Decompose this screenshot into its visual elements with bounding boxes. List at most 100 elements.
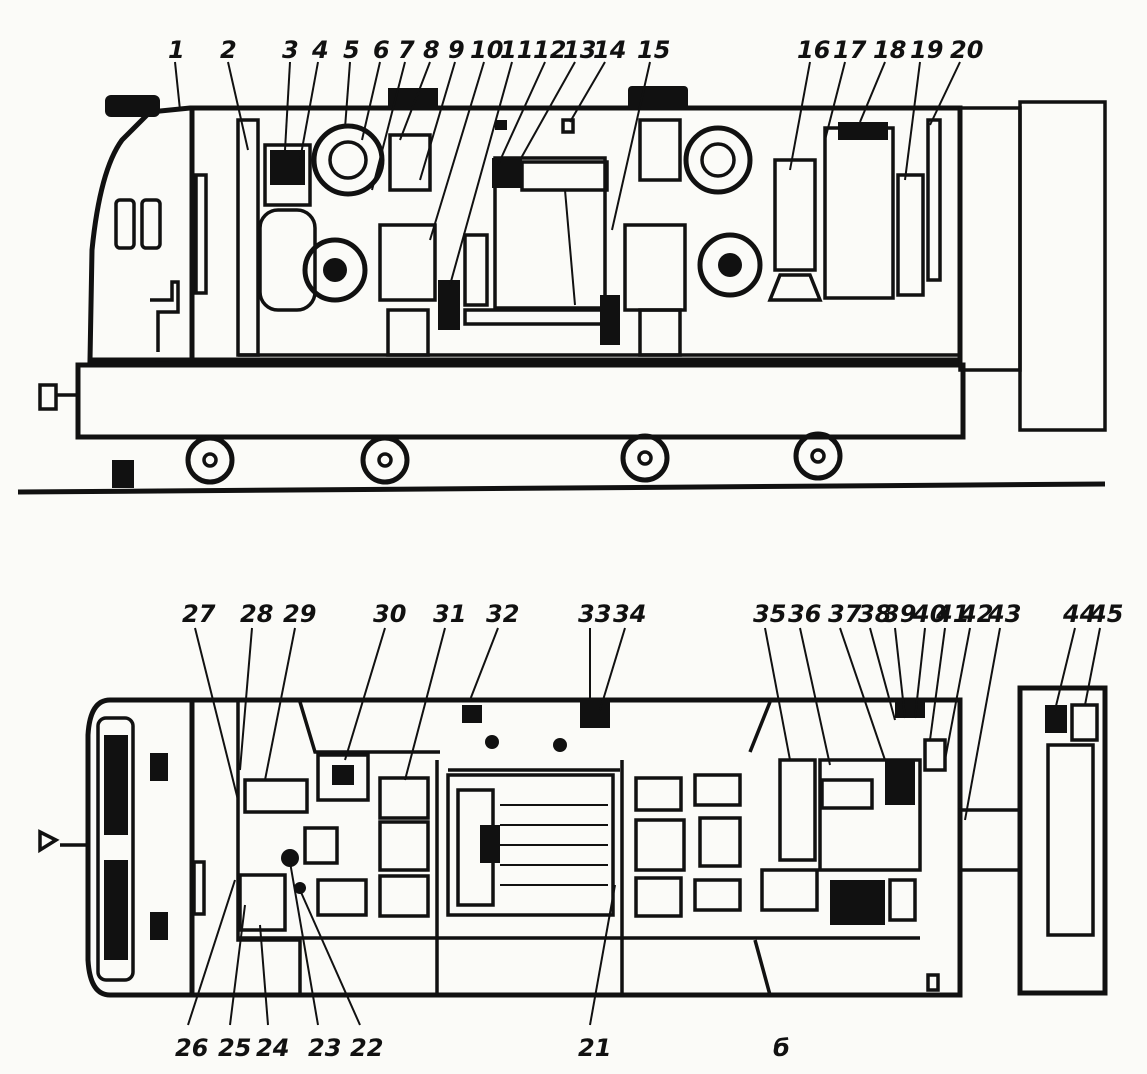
compressor-16-base xyxy=(767,273,823,302)
cabinet-36 xyxy=(818,758,922,872)
cab-seat xyxy=(150,280,180,362)
callout-23: 23 xyxy=(308,1034,341,1062)
diesel-head xyxy=(492,158,522,188)
cab-seat-left xyxy=(150,753,168,781)
callout-11: 11 xyxy=(500,36,533,64)
wheel-4 xyxy=(793,431,843,481)
callout-38: 38 xyxy=(858,600,891,628)
cab-nose xyxy=(96,716,135,982)
fan-5 xyxy=(311,123,385,197)
unit-9-base xyxy=(386,308,430,357)
unit-43-base xyxy=(926,973,940,992)
callout-41: 41 xyxy=(935,600,969,628)
carbody-outline xyxy=(87,105,963,363)
fan-lower-left-hub xyxy=(323,258,347,282)
cab-window-right xyxy=(140,198,162,250)
compressor-16 xyxy=(773,158,817,272)
callout-3: 3 xyxy=(282,36,299,64)
plan-callouts-bottom: 26 25 24 23 22 21 б xyxy=(175,1034,790,1062)
diesel-13 xyxy=(493,156,607,310)
callout-32: 32 xyxy=(486,600,519,628)
fan-right-upper xyxy=(683,125,753,195)
diesel-plan xyxy=(446,773,615,917)
coupling-plan xyxy=(480,825,500,863)
callout-20: 20 xyxy=(950,36,983,64)
cab-console-right xyxy=(104,860,128,960)
callout-31: 31 xyxy=(433,600,466,628)
block-right-mid xyxy=(634,818,686,872)
callout-18: 18 xyxy=(873,36,906,64)
unit-42 xyxy=(923,738,947,772)
callout-19: 19 xyxy=(910,36,943,64)
next-section-unit xyxy=(1046,743,1095,937)
unit-15 xyxy=(638,118,682,182)
unit-24 xyxy=(238,873,287,932)
unit-left-low xyxy=(316,878,368,917)
callout-39: 39 xyxy=(883,600,916,628)
unit-15-lower xyxy=(623,223,687,312)
valve-22 xyxy=(294,882,306,894)
callout-42: 42 xyxy=(959,600,993,628)
callout-7: 7 xyxy=(398,36,415,64)
cabinet-36-panel xyxy=(820,778,874,810)
cab-console-left xyxy=(104,735,128,835)
callout-21: 21 xyxy=(578,1034,611,1062)
inner-wall-top-right xyxy=(748,701,772,753)
fan-5-hub xyxy=(328,140,368,180)
callout-44: 44 xyxy=(1062,600,1096,628)
inner-wall-bottom-right xyxy=(753,939,772,996)
cabinet-2 xyxy=(236,118,260,357)
block-31-mid xyxy=(378,820,430,872)
fan-lower-left xyxy=(302,237,368,303)
wheel-4-axle xyxy=(810,448,826,464)
unit-8 xyxy=(388,133,432,192)
wheel-2-axle xyxy=(377,452,393,468)
block-31-top xyxy=(378,776,430,820)
apparatus-3-core xyxy=(270,150,305,185)
battery-box xyxy=(830,880,885,925)
unit-right-c xyxy=(693,878,742,912)
callout-36: 36 xyxy=(788,600,821,628)
sandbox xyxy=(112,460,134,488)
front-coupler xyxy=(38,383,78,411)
panel-37-39 xyxy=(885,760,915,805)
cabinet-35 xyxy=(778,758,817,862)
callout-12: 12 xyxy=(533,36,566,64)
wheel-1 xyxy=(185,435,235,485)
pump-11 xyxy=(438,280,460,330)
callout-17: 17 xyxy=(833,36,867,64)
filter-33 xyxy=(580,700,610,728)
callout-45: 45 xyxy=(1089,600,1123,628)
unit-right-b xyxy=(698,816,742,868)
fan-right-lower-hub xyxy=(718,253,742,277)
pump-right xyxy=(600,295,620,345)
side-view-drawing xyxy=(17,61,1107,495)
plan-next-section xyxy=(1017,685,1108,996)
callout-10: 10 xyxy=(470,36,503,64)
callout-15: 15 xyxy=(637,36,670,64)
plan-coupler xyxy=(38,829,88,854)
callout-1: 1 xyxy=(168,36,185,64)
callout-22: 22 xyxy=(350,1034,383,1062)
callout-34: 34 xyxy=(613,600,646,628)
unit-44 xyxy=(1045,705,1067,733)
plan-cab-door xyxy=(192,860,206,916)
callout-25: 25 xyxy=(218,1034,251,1062)
callout-9: 9 xyxy=(448,36,465,64)
fan-right-upper-hub xyxy=(700,142,736,178)
rail-line xyxy=(17,481,1106,495)
valve-23 xyxy=(281,849,299,867)
inner-wall-top-left xyxy=(298,701,440,754)
inner-wall-left xyxy=(236,700,302,995)
wheel-2 xyxy=(360,435,410,485)
side-leader-lines xyxy=(174,61,961,286)
engine-frame xyxy=(463,308,617,326)
compressor-plan xyxy=(760,868,819,912)
panel-20 xyxy=(926,118,942,282)
callout-33: 33 xyxy=(578,600,611,628)
box-40 xyxy=(888,878,917,922)
callout-35: 35 xyxy=(753,600,786,628)
block-right-top xyxy=(634,776,683,812)
callout-16: 16 xyxy=(797,36,830,64)
